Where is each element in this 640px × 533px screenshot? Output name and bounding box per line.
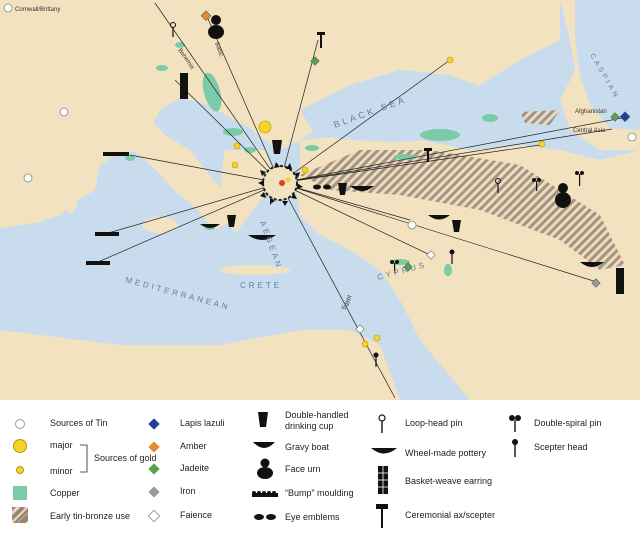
legend-bump-label: “Bump” moulding <box>285 488 354 498</box>
jadeite-legend-icon <box>148 463 160 475</box>
legend-spiral-label: Double-spiral pin <box>534 418 602 428</box>
legend-ax-label: Ceremonial ax/scepter <box>405 510 496 520</box>
legend-basket-label: Basket-weave earring <box>405 476 493 486</box>
legend-faience-label: Faience <box>180 510 213 520</box>
drinking-cup-symbol <box>227 215 236 227</box>
gold-sources <box>231 56 546 348</box>
face-urn-symbol <box>208 15 224 39</box>
sardinia-island <box>62 177 78 213</box>
wheel-pottery-symbol <box>428 215 450 220</box>
sicily-island <box>142 217 178 233</box>
legend-tinbronze-label: Early tin-bronze use <box>50 511 131 521</box>
hub-arrows <box>258 162 303 206</box>
eye-legend-icon <box>254 514 276 520</box>
gold-major-legend-icon <box>13 439 27 453</box>
lapis-legend-icon <box>148 418 160 430</box>
spiral-pin-symbol <box>532 178 541 191</box>
faceurn-legend-icon <box>257 458 273 479</box>
africa-land <box>0 330 400 400</box>
legend-gravy-label: Gravy boat <box>285 442 330 452</box>
spiral-pin-symbol <box>575 171 584 186</box>
crete-island <box>220 265 290 275</box>
gold-bracket <box>80 444 88 473</box>
label-central-asia: Central Asia <box>573 128 606 134</box>
label-baltic: Baltic <box>213 42 224 58</box>
gravy-boat-symbol <box>200 224 220 228</box>
legend-lapis-label: Lapis lazuli <box>180 418 225 428</box>
legend-wheel-label: Wheel-made pottery <box>405 448 487 458</box>
ax-legend-icon <box>376 504 388 528</box>
caspian-sea <box>575 0 640 130</box>
legend: Sources of Tin major Sources of gold min… <box>0 400 640 533</box>
iron-legend-icon <box>148 486 160 498</box>
legend-cup-label: Double-handled drinking cup <box>285 410 349 431</box>
tin-legend-icon <box>15 419 25 429</box>
legend-amber-label: Amber <box>180 441 207 451</box>
trade-routes <box>97 2 623 399</box>
tinbronze-legend-icon <box>12 507 28 523</box>
hub-gold-marker <box>285 177 291 183</box>
legend-looppin-label: Loop-head pin <box>405 418 463 428</box>
copper-legend-icon <box>13 486 27 500</box>
gold-minor-legend-icon <box>16 466 24 474</box>
bump-moulding-symbol <box>86 261 110 265</box>
artifact-symbols <box>86 15 624 367</box>
basket-earring-symbol <box>616 268 624 294</box>
bump-legend-icon <box>252 491 278 497</box>
drinking-cup-symbol <box>338 183 347 195</box>
spiral-legend-icon <box>509 415 521 432</box>
drinking-cup-symbol <box>452 220 461 232</box>
legend-copper-label: Copper <box>50 488 80 498</box>
scepter-legend-icon <box>512 439 518 457</box>
basket-legend-icon <box>378 466 388 494</box>
scepter-head-symbol <box>373 352 379 367</box>
label-cornwall: Cornwall/Brittany <box>15 7 60 13</box>
tin-bronze-zone-north <box>520 110 560 125</box>
label-afghanistan: Afghanistan <box>575 109 607 115</box>
italy-land <box>110 105 232 230</box>
legend-eye-label: Eye emblems <box>285 512 340 522</box>
legend-faceurn-label: Face urn <box>285 464 321 474</box>
trade-map: Cornwall/Brittany Bohemia Baltic CASPIAN… <box>0 0 640 400</box>
legend-gold-group-label: Sources of gold <box>94 453 157 463</box>
drinking-cup-symbol <box>272 140 282 154</box>
europe-land <box>0 0 560 228</box>
faience-legend-icon <box>148 510 160 522</box>
eye-emblem-symbol <box>313 184 321 190</box>
black-sea <box>300 70 500 142</box>
wheel-pottery-symbol <box>350 186 374 191</box>
ax-scepter-symbol <box>424 148 432 162</box>
eye-emblem-symbol <box>323 184 331 190</box>
scepter-head-symbol <box>449 249 455 264</box>
amber-legend-icon <box>148 441 160 453</box>
tin-bronze-zone <box>300 150 625 270</box>
loop-pin-symbol <box>495 178 501 193</box>
legend-tin-label: Sources of Tin <box>50 418 108 428</box>
legend-scepter-label: Scepter head <box>534 442 588 452</box>
cup-legend-icon <box>258 412 268 427</box>
tin-sources <box>3 3 637 230</box>
gravy-boat-symbol <box>248 235 276 240</box>
legend-minor-label: minor <box>50 466 73 476</box>
hub-center-marker <box>279 180 285 186</box>
legend-iron-label: Iron <box>180 486 196 496</box>
ax-scepter-symbol <box>317 32 325 48</box>
bump-moulding-symbol <box>103 152 129 156</box>
gravy-legend-icon <box>253 442 275 448</box>
face-urn-symbol <box>555 183 571 208</box>
bump-moulding-symbol <box>95 232 119 236</box>
legend-major-label: major <box>50 440 73 450</box>
looppin-legend-icon <box>378 414 386 433</box>
wheel-legend-icon <box>371 448 397 454</box>
label-crete: CRETE <box>240 281 282 290</box>
spiral-pin-symbol <box>390 260 399 273</box>
legend-jadeite-label: Jadeite <box>180 463 210 473</box>
basket-earring-symbol <box>180 73 188 99</box>
wheel-pottery-symbol <box>580 262 604 267</box>
material-markers <box>200 10 631 334</box>
loop-pin-symbol <box>170 22 176 37</box>
